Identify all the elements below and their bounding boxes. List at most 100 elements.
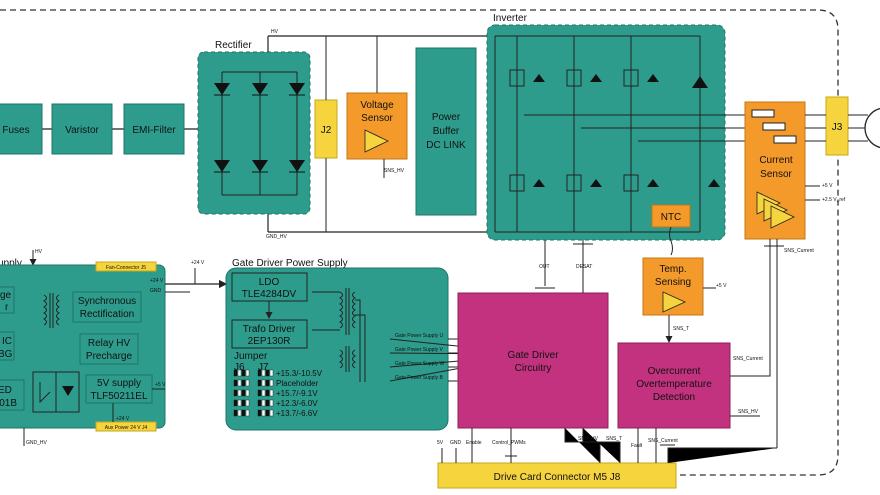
jumper-row-label: +15.3/-10.5V [276, 369, 323, 378]
motor-icon [864, 107, 880, 149]
jumper-pin-icon [233, 409, 238, 417]
aux-left-label-3: IC [2, 336, 12, 347]
jumper-pin-icon [237, 379, 242, 387]
jumper-pin-icon [269, 379, 274, 387]
drive-5v-label: 5V [437, 440, 444, 446]
sync-rect-label-1: Synchronous [78, 296, 136, 307]
jumper-title: Jumper [234, 351, 268, 362]
temp-sensing-label-1: Temp. [659, 264, 686, 275]
fan-connector-label: Fan-Connector J5 [106, 265, 146, 271]
sync-rect-label-2: Rectification [80, 309, 134, 320]
drive-card-label: Drive Card Connector M5 J8 [494, 472, 621, 483]
jumper-pin-icon [241, 379, 246, 387]
5v-supply-label-1: 5V supply [97, 378, 141, 389]
current-sensor-block: Current Sensor [744, 101, 806, 240]
jumper-pin-icon [237, 389, 242, 397]
aux-gnd-hv-label: GND_HV [26, 440, 48, 446]
ldo-label-1: LDO [259, 277, 280, 288]
jumper-pin-icon [245, 409, 250, 417]
gate-supply-u-label: Gate Power Supply U [395, 333, 443, 339]
jumper-pin-icon [245, 379, 250, 387]
jumper-pin-icon [261, 399, 266, 407]
drive-card-connector: Drive Card Connector M5 J8 [437, 462, 677, 489]
drive-sns-hv-label: SNS_HV [578, 436, 599, 442]
rectifier-title: Rectifier [215, 40, 252, 51]
emi-filter-label: EMI-Filter [132, 125, 176, 136]
rail-24v-label: +24 V [191, 260, 205, 266]
ldo-label-2: TLE4284DV [242, 289, 297, 300]
aux-hv-label: HV [35, 249, 43, 255]
plus5v-label: +5 V [822, 183, 833, 189]
gate-driver-label-2: Circuitry [515, 363, 552, 374]
power-buffer-label-3: DC LINK [426, 140, 466, 151]
relay-label-1: Relay HV [88, 338, 131, 349]
aux-power-24v-label: +24 V [116, 416, 130, 422]
aux-left-label-5: ED [0, 385, 12, 396]
jumper-col-j6: J6 [234, 362, 245, 373]
jumper-pin-icon [245, 389, 250, 397]
sns-hv-label-top: SNS_HV [384, 168, 405, 174]
jumper-pin-icon [233, 389, 238, 397]
aux-power-label: Aux Power 24 V J4 [105, 425, 148, 431]
power-buffer-block: Power Buffer DC LINK [415, 47, 477, 216]
sns-hv-label-ocd: SNS_HV [738, 409, 759, 415]
drive-enable-label: Enable [466, 440, 482, 446]
jumper-pin-icon [261, 389, 266, 397]
inverter-title: Inverter [493, 13, 528, 24]
ntc-label: NTC [661, 212, 682, 223]
desat-label: DESAT [576, 264, 592, 270]
aux-left-label-4: BG [0, 349, 13, 360]
jumper-pin-icon [233, 379, 238, 387]
power-buffer-label-1: Power [432, 112, 461, 123]
gate-driver-power-supply-block: LDO TLE4284DV Trafo Driver 2EP130R Jumpe… [225, 267, 449, 431]
drive-fault-label: Fault [631, 443, 643, 449]
current-sensor-label-1: Current [759, 155, 793, 166]
aux-5v-label: +5 V [155, 382, 166, 388]
jumper-pin-icon [257, 409, 262, 417]
fan-connector-j5: Fan-Connector J5 [95, 261, 157, 272]
gnd-hv-rail-label: GND_HV [266, 234, 288, 240]
drive-gnd-label: GND [450, 440, 462, 446]
sns-current-label-2: SNS_Current [733, 356, 763, 362]
temp-sensing-block: Temp. Sensing [642, 257, 704, 316]
jumper-pin-icon [261, 369, 266, 377]
gate-supply-title: Gate Driver Power Supply [232, 258, 348, 269]
voltage-sensor-label-2: Sensor [361, 113, 393, 124]
varistor-block: Varistor [51, 103, 113, 155]
aux-supply-block: ge r IC BG ED N01B Synchronous Rectifica… [0, 264, 166, 429]
aux-supply-title: upply [0, 258, 22, 269]
overcurrent-block: Overcurrent Overtemperature Detection [617, 342, 731, 429]
voltage-sensor-block: Voltage Sensor [346, 92, 408, 160]
hv-rail-label: HV [271, 29, 279, 35]
amplifier-icon [364, 129, 389, 153]
jumper-pin-icon [257, 369, 262, 377]
power-buffer-label-2: Buffer [433, 126, 460, 137]
jumper-pin-icon [245, 399, 250, 407]
varistor-label: Varistor [65, 125, 99, 136]
aux-left-label-2: r [5, 302, 9, 313]
jumper-pin-icon [265, 389, 270, 397]
temp-5v-label: +5 V [716, 283, 727, 289]
ref-label: +2.5 V_ref [822, 197, 846, 203]
j2-connector: J2 [314, 99, 338, 159]
gate-supply-b-label: Gate Power Supply B [395, 375, 443, 381]
jumper-pin-icon [261, 409, 266, 417]
jumper-pin-icon [265, 369, 270, 377]
inverter-block [486, 24, 745, 241]
jumper-pin-icon [265, 379, 270, 387]
voltage-sensor-label-1: Voltage [360, 100, 394, 111]
jumper-row-label: +12.3/-6.0V [276, 399, 318, 408]
drive-pwm-label: Control_PWMs [492, 440, 526, 446]
amplifier-icon [770, 205, 795, 229]
jumper-pin-icon [237, 399, 242, 407]
jumper-pin-icon [265, 399, 270, 407]
temp-sensing-label-2: Sensing [655, 277, 691, 288]
jumper-pin-icon [257, 379, 262, 387]
overcurrent-label-3: Detection [653, 392, 695, 403]
trafo-label-2: 2EP130R [248, 336, 291, 347]
out-label: OUT [539, 264, 550, 270]
jumper-row-label: Placeholder [276, 379, 319, 388]
trafo-label-1: Trafo Driver [243, 324, 296, 335]
fuses-label: Fuses [2, 125, 29, 136]
